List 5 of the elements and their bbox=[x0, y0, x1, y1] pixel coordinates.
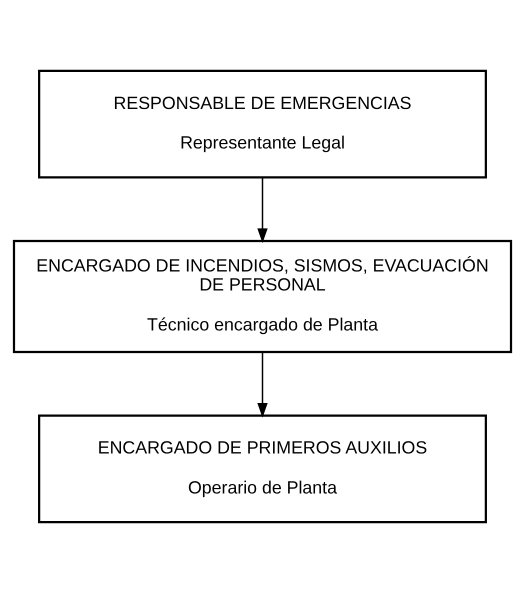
arrow bbox=[257, 352, 268, 418]
node-box: RESPONSABLE DE EMERGENCIAS Representante Legal bbox=[38, 69, 487, 178]
node-box: ENCARGADO DE PRIMEROS AUXILIOS Operario de Planta bbox=[38, 414, 487, 523]
arrow bbox=[257, 177, 268, 243]
node-box: ENCARGADO DE INCENDIOS, SISMOS, EVACUACIÓN DE PERSONAL Técnico encargado de Planta bbox=[12, 239, 512, 353]
